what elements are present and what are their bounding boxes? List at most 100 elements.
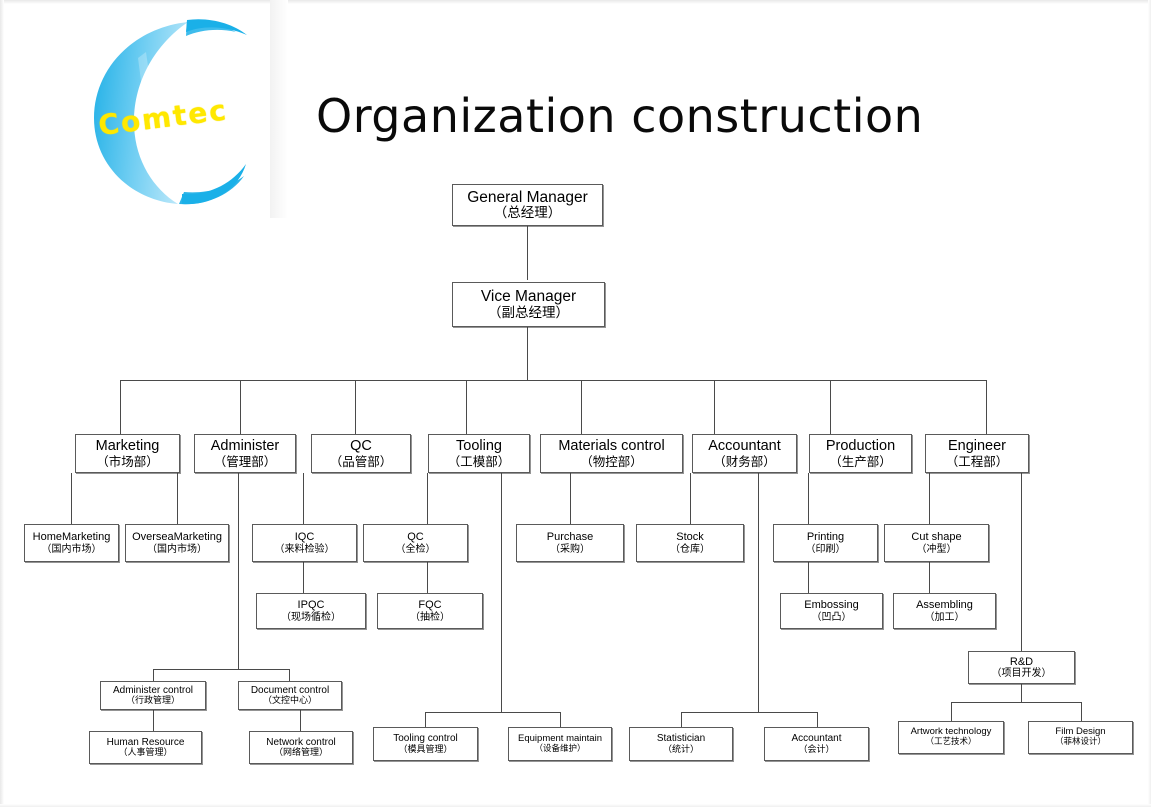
node-administer-control[interactable]: Administer control （行政管理） [100, 681, 206, 710]
node-label-zh: （管理部） [213, 453, 277, 469]
node-label-en: Accountant [791, 733, 842, 745]
connector-bus-to-engineer [986, 380, 987, 434]
node-label-en: Document control [250, 684, 330, 696]
node-label-zh: （物控部） [580, 453, 643, 469]
connector-gm-to-vm [527, 226, 528, 280]
connector-bus-to-marketing [120, 380, 121, 434]
node-label-zh: （统计） [662, 744, 699, 755]
node-label-en: Accountant [708, 438, 781, 455]
node-label-en: Tooling control [393, 733, 458, 745]
node-label-zh: （会计） [798, 744, 835, 755]
node-equipment-maintain[interactable]: Equipment maintain （设备维护） [508, 727, 612, 761]
node-purchase[interactable]: Purchase （采购） [516, 524, 624, 562]
node-assembling[interactable]: Assembling （加工） [893, 593, 996, 629]
node-engineer[interactable]: Engineer （工程部） [925, 434, 1029, 473]
node-label-en: General Manager [467, 188, 588, 206]
node-label-en: Network control [266, 736, 336, 748]
node-accountant-department[interactable]: Accountant （财务部） [692, 434, 797, 473]
node-home-marketing[interactable]: HomeMarketing （国内市场） [24, 524, 119, 562]
node-document-control[interactable]: Document control （文控中心） [238, 681, 342, 710]
connector-vm-to-bus [527, 327, 528, 381]
node-label-zh: （抽检） [410, 611, 450, 623]
node-statistician[interactable]: Statistician （统计） [629, 727, 733, 761]
node-vice-manager[interactable]: Vice Manager （副总经理） [452, 282, 605, 327]
connector-production-to-printing [808, 473, 809, 524]
connector-to-statistician [681, 712, 682, 727]
connector-qcdept-to-qcsub [427, 473, 428, 524]
node-label-zh: （来料检验） [274, 543, 335, 555]
connector-administer-branch-bus [153, 669, 289, 670]
node-oversea-marketing[interactable]: OverseaMarketing （国内市场） [125, 524, 229, 562]
connector-bus-to-qc [355, 380, 356, 434]
node-label-en: Printing [806, 531, 845, 544]
connector-rnd-drop [1021, 684, 1022, 702]
node-label-zh: （国内市场） [41, 543, 102, 555]
node-tooling[interactable]: Tooling （工模部） [428, 434, 530, 473]
page-edge-bottom [0, 804, 1151, 807]
connector-accountant-branch-bus [681, 712, 817, 713]
connector-tooling-drop [501, 473, 502, 712]
node-film-design[interactable]: Film Design （菲林设计） [1028, 721, 1133, 754]
node-network-control[interactable]: Network control （网络管理） [249, 731, 353, 764]
node-label-zh: （全检） [395, 543, 436, 555]
node-accountant-sub[interactable]: Accountant （会计） [764, 727, 869, 761]
node-iqc[interactable]: IQC （来料检验） [252, 524, 357, 562]
connector-production-to-cutshape [929, 473, 930, 524]
connector-bus-to-production [830, 380, 831, 434]
node-label-zh: （人事管理） [118, 748, 173, 759]
node-label-zh: （网络管理） [273, 748, 328, 759]
node-label-en: IQC [294, 531, 315, 544]
connector-bus-to-accountant [714, 380, 715, 434]
node-embossing[interactable]: Embossing （凹凸） [780, 593, 883, 629]
connector-accountant-drop [758, 473, 759, 712]
crescent-icon [94, 19, 247, 205]
node-label-en: Equipment maintain [518, 732, 602, 744]
node-administer[interactable]: Administer （管理部） [194, 434, 296, 473]
connector-administer-control-to-hr [153, 710, 154, 731]
connector-to-administer-control [153, 669, 154, 681]
node-qc-sub[interactable]: QC （全检） [363, 524, 468, 562]
node-label-en: Production [825, 438, 896, 455]
node-label-zh: （市场部） [96, 453, 159, 469]
node-qc-department[interactable]: QC （品管部） [311, 434, 411, 473]
node-label-en: Administer control [112, 684, 194, 696]
node-label-en: IPQC [297, 599, 325, 612]
connector-to-film-design [1081, 702, 1082, 721]
connector-to-accountant-sub [817, 712, 818, 727]
connector-bus-to-materials [581, 380, 582, 434]
node-label-zh: （项目开发） [991, 668, 1052, 680]
connector-qcsub-to-fqc [427, 562, 428, 593]
node-label-zh: （生产部） [829, 453, 892, 469]
node-label-en: Artwork technology [910, 726, 992, 738]
node-production[interactable]: Production （生产部） [809, 434, 912, 473]
node-stock[interactable]: Stock （仓库） [636, 524, 744, 562]
node-materials-control[interactable]: Materials control （物控部） [540, 434, 683, 473]
node-label-en: Purchase [546, 531, 594, 544]
connector-to-document-control [289, 669, 290, 681]
node-general-manager[interactable]: General Manager （总经理） [452, 184, 603, 226]
node-label-zh: （凹凸） [811, 611, 852, 623]
connector-to-artwork-technology [951, 702, 952, 721]
node-artwork-technology[interactable]: Artwork technology （工艺技术） [898, 721, 1004, 754]
node-ipqc[interactable]: IPQC （现场循检） [256, 593, 366, 629]
comtec-logo: Comtec [86, 8, 266, 208]
node-label-en: Stock [676, 531, 704, 544]
node-human-resource[interactable]: Human Resource （人事管理） [89, 731, 202, 764]
node-printing[interactable]: Printing （印刷） [773, 524, 878, 562]
node-cut-shape[interactable]: Cut shape （冲型） [884, 524, 989, 562]
node-label-en: Statistician [656, 733, 706, 745]
node-rnd[interactable]: R&D （项目开发） [968, 651, 1075, 684]
connector-marketing-to-home [71, 473, 72, 524]
connector-rnd-branch-bus [951, 702, 1081, 703]
logo-band-divider [270, 0, 288, 218]
connector-department-bus [120, 380, 986, 381]
connector-materials-to-stock [690, 473, 691, 524]
node-label-zh: （品管部） [329, 453, 393, 469]
node-fqc[interactable]: FQC （抽检） [377, 593, 483, 629]
node-label-en: QC [407, 531, 424, 544]
node-label-en: Embossing [804, 599, 859, 612]
node-tooling-control[interactable]: Tooling control （模具管理） [373, 727, 478, 761]
connector-printing-to-embossing [808, 562, 809, 593]
node-marketing[interactable]: Marketing （市场部） [75, 434, 180, 473]
